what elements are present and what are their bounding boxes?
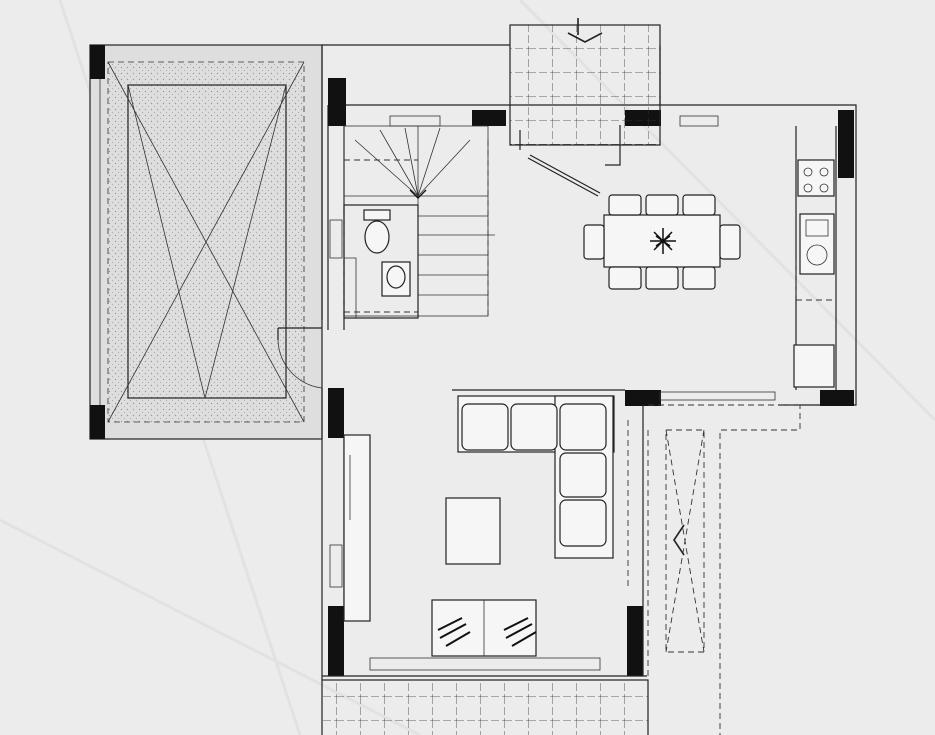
dining — [583, 194, 741, 290]
toilet — [363, 209, 391, 221]
cushion-icon — [437, 617, 537, 647]
front-terrace — [321, 679, 649, 735]
cooktop-icon — [797, 159, 835, 197]
coffee-table — [445, 497, 501, 565]
entry-arrow-icon-2 — [673, 524, 685, 556]
fridge — [793, 344, 835, 388]
entry-terrace — [509, 18, 661, 197]
car-outline — [127, 84, 287, 399]
kitchen — [793, 126, 837, 390]
tv-unit — [343, 434, 371, 622]
entry-door — [277, 327, 323, 389]
car-cross — [107, 61, 305, 423]
plant-icon — [650, 228, 676, 254]
stair-arrow-icon — [409, 189, 427, 199]
wc — [343, 204, 419, 319]
carport — [89, 44, 323, 440]
entry-arrow-icon — [567, 18, 603, 43]
living — [343, 389, 625, 657]
